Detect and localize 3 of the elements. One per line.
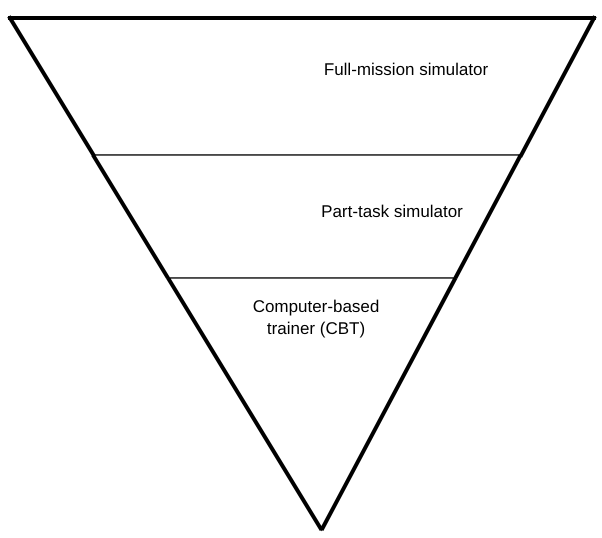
band-label: Full-mission simulator	[322, 59, 490, 81]
band-label: Computer-based trainer (CBT)	[252, 296, 380, 340]
band-label: Part-task simulator	[320, 201, 464, 223]
